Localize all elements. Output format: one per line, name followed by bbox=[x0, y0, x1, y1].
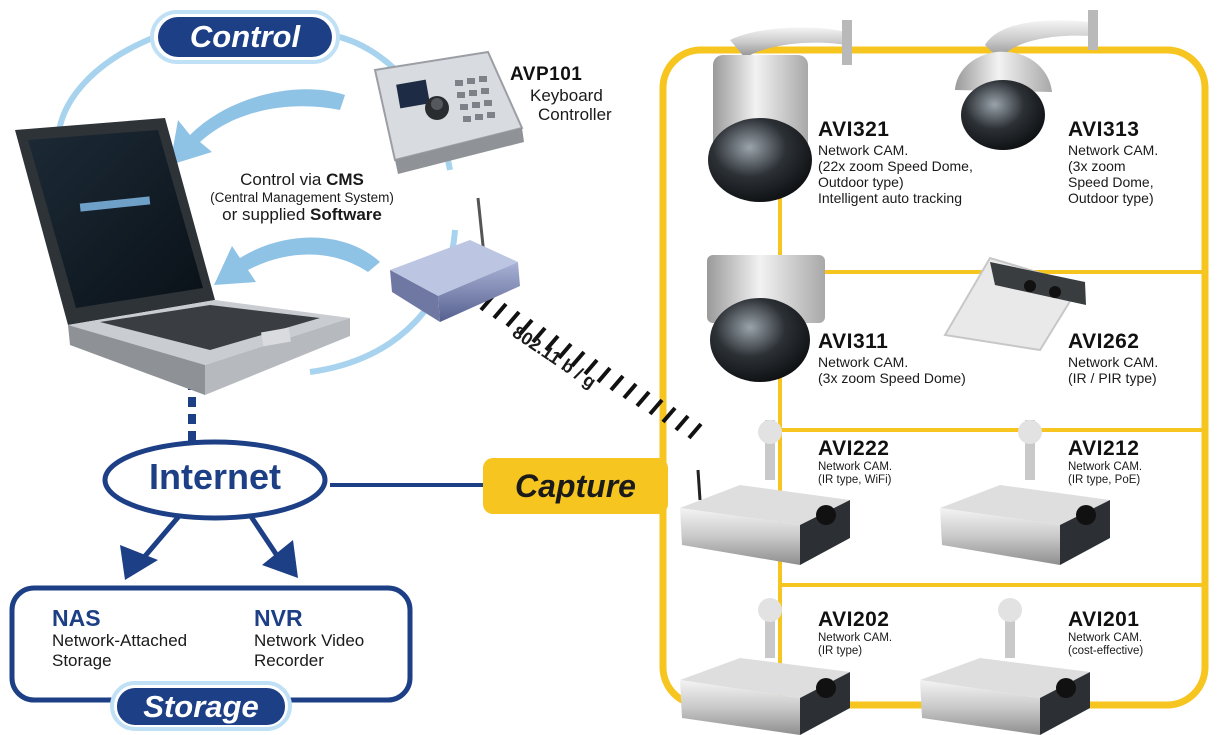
keyboard-controller-illustration bbox=[373, 50, 524, 174]
camera-code: AVI212 bbox=[1068, 437, 1140, 460]
internet-ellipse bbox=[102, 439, 328, 521]
avi313-camera bbox=[955, 10, 1098, 150]
camera-code: AVI222 bbox=[818, 437, 890, 460]
nas-line2: Storage bbox=[52, 650, 112, 670]
camera-label-avi262: AVI262 Network CAM. (IR / PIR type) bbox=[1068, 330, 1159, 387]
storage-label: Storage bbox=[143, 689, 259, 724]
cms-prefix2: or supplied bbox=[222, 205, 311, 225]
nvr-code: NVR bbox=[254, 605, 303, 631]
router-illustration bbox=[390, 197, 520, 322]
camera-label-avi212: AVI212 Network CAM. (IR type, PoE) bbox=[1068, 437, 1143, 487]
cms-paren: (Central Management System) bbox=[210, 189, 394, 205]
camera-label-avi201: AVI201 Network CAM. (cost-effective) bbox=[1068, 608, 1144, 658]
nvr-label: NVR Network Video Recorder bbox=[254, 605, 364, 671]
keyboard-line1: Keyboard bbox=[530, 85, 603, 105]
camera-code: AVI262 bbox=[1068, 330, 1140, 353]
capture-banner bbox=[483, 458, 668, 514]
camera-label-avi222: AVI222 Network CAM. (IR type, WiFi) bbox=[818, 437, 893, 487]
camera-label-avi202: AVI202 Network CAM. (IR type) bbox=[818, 608, 893, 658]
camera-code: AVI321 bbox=[818, 118, 890, 141]
cms-text: Control via CMS (Central Management Syst… bbox=[172, 170, 432, 225]
laptop-illustration bbox=[15, 118, 350, 395]
avi311-camera bbox=[707, 255, 825, 382]
arrow-to-nvr bbox=[247, 513, 283, 562]
nas-label: NAS Network-Attached Storage bbox=[52, 605, 187, 671]
storage-box bbox=[9, 585, 413, 731]
camera-label-avi313: AVI313 Network CAM. (3x zoom Speed Dome,… bbox=[1068, 118, 1159, 207]
avi202-camera bbox=[680, 598, 850, 735]
camera-label-avi321: AVI321 Network CAM. (22x zoom Speed Dome… bbox=[818, 118, 973, 207]
avi222-camera bbox=[680, 420, 850, 565]
nas-code: NAS bbox=[52, 605, 101, 631]
arrow-to-nas bbox=[138, 513, 182, 564]
capture-label: Capture bbox=[515, 468, 636, 504]
nas-line1: Network-Attached bbox=[52, 631, 188, 651]
nvr-line2: Recorder bbox=[254, 650, 324, 670]
avi321-camera bbox=[708, 20, 852, 202]
control-label: Control bbox=[189, 19, 301, 54]
cms-bold-software: Software bbox=[310, 205, 382, 225]
avi212-camera bbox=[940, 420, 1110, 565]
cms-bold: CMS bbox=[326, 170, 364, 189]
camera-code: AVI201 bbox=[1068, 608, 1140, 631]
keyboard-controller-label: AVP101 Keyboard Controller bbox=[510, 64, 612, 125]
camera-code: AVI202 bbox=[818, 608, 890, 631]
control-arrows bbox=[170, 89, 380, 285]
camera-label-avi311: AVI311 Network CAM. (3x zoom Speed Dome) bbox=[818, 330, 966, 387]
internet-label: Internet bbox=[148, 456, 281, 497]
avi201-camera bbox=[920, 598, 1090, 735]
nvr-line1: Network Video bbox=[254, 631, 365, 651]
camera-code: AVI313 bbox=[1068, 118, 1140, 141]
keyboard-code: AVP101 bbox=[510, 64, 583, 85]
keyboard-line2: Controller bbox=[538, 105, 612, 125]
camera-code: AVI311 bbox=[818, 330, 889, 353]
control-banner bbox=[150, 10, 340, 64]
avi262-camera bbox=[943, 256, 1086, 352]
cms-prefix: Control via bbox=[240, 170, 327, 189]
